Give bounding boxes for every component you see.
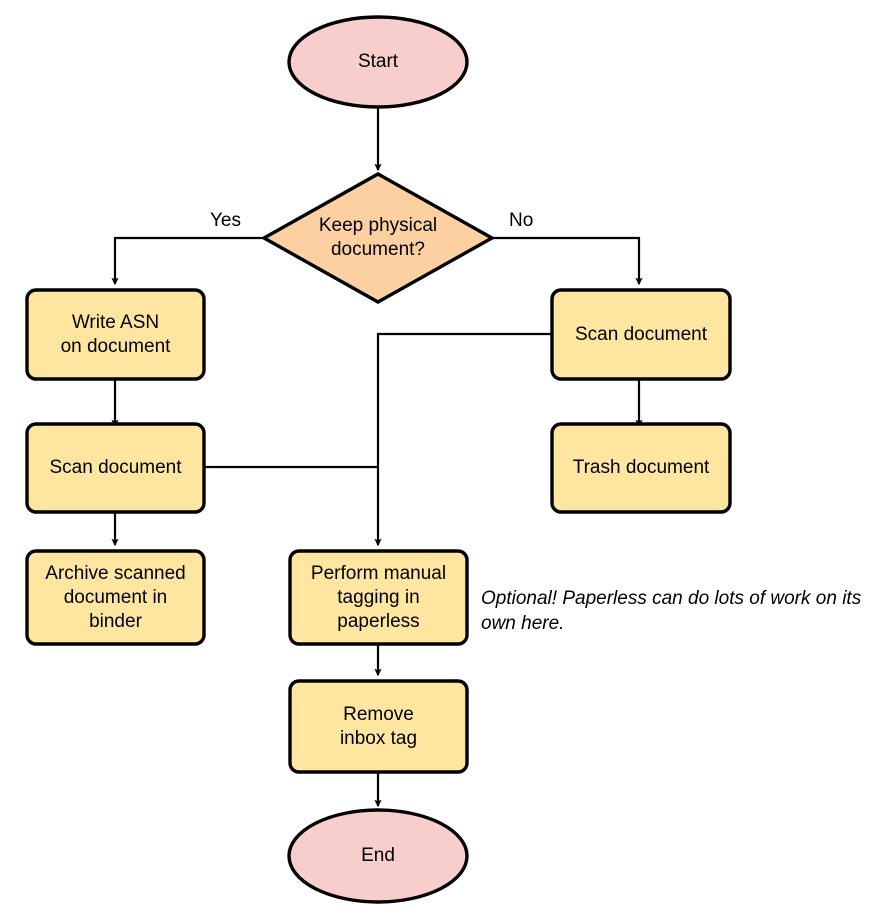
edge-decision-no-to-scan-right: [492, 236, 643, 286]
node-shape-scan-left: [25, 422, 206, 514]
node-shape-trash: [550, 422, 732, 514]
edge-scan-right-to-tagging: [374, 332, 552, 547]
node-shape-remove-inbox: [288, 679, 469, 774]
node-shape-start: [287, 15, 469, 109]
annotation-optional-note: Optional! Paperless can do lots of work …: [481, 588, 862, 634]
node-shape-decision: [260, 172, 496, 304]
edge-decision-yes-to-write-asn: [111, 236, 264, 286]
edge-label-no: No: [509, 210, 534, 231]
edge-label-yes: Yes: [210, 210, 241, 231]
node-shape-scan-right: [550, 288, 732, 381]
node-shape-write-asn: [25, 288, 206, 381]
node-shape-archive: [25, 549, 206, 646]
node-shape-tagging: [288, 549, 469, 646]
node-shape-end: [287, 808, 469, 904]
